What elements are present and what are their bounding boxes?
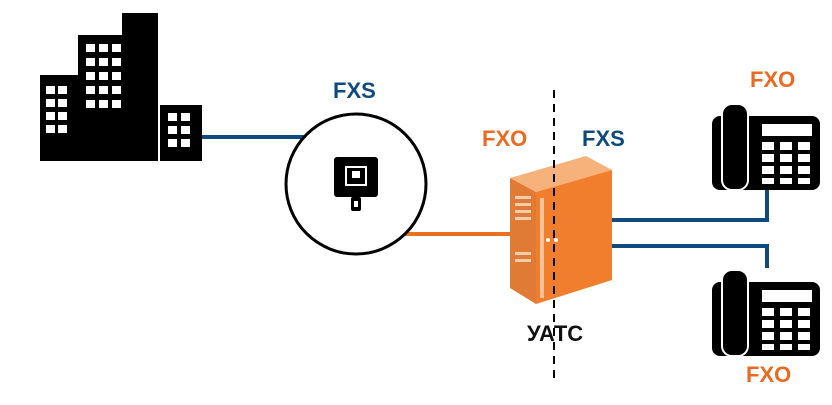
pbx-to-phone-bottom-line — [610, 244, 769, 268]
connections — [200, 135, 769, 268]
phone-socket-icon — [284, 112, 428, 256]
desk-phone-icon — [712, 269, 820, 357]
office-building-icon — [40, 13, 202, 161]
desk-phone-icon — [712, 103, 820, 191]
fxs-socket-label: FXS — [333, 78, 376, 103]
fxo-pbx-label: FXO — [482, 126, 528, 151]
fxs-pbx-label: FXS — [582, 126, 625, 151]
pbx-server-icon — [510, 156, 612, 304]
pbx-to-phone-top-line — [610, 190, 769, 222]
fxo-phone-top-label: FXO — [750, 67, 796, 92]
fxo-phone-bottom-label: FXO — [746, 362, 792, 387]
pbx-name-label: УАТС — [527, 321, 584, 346]
